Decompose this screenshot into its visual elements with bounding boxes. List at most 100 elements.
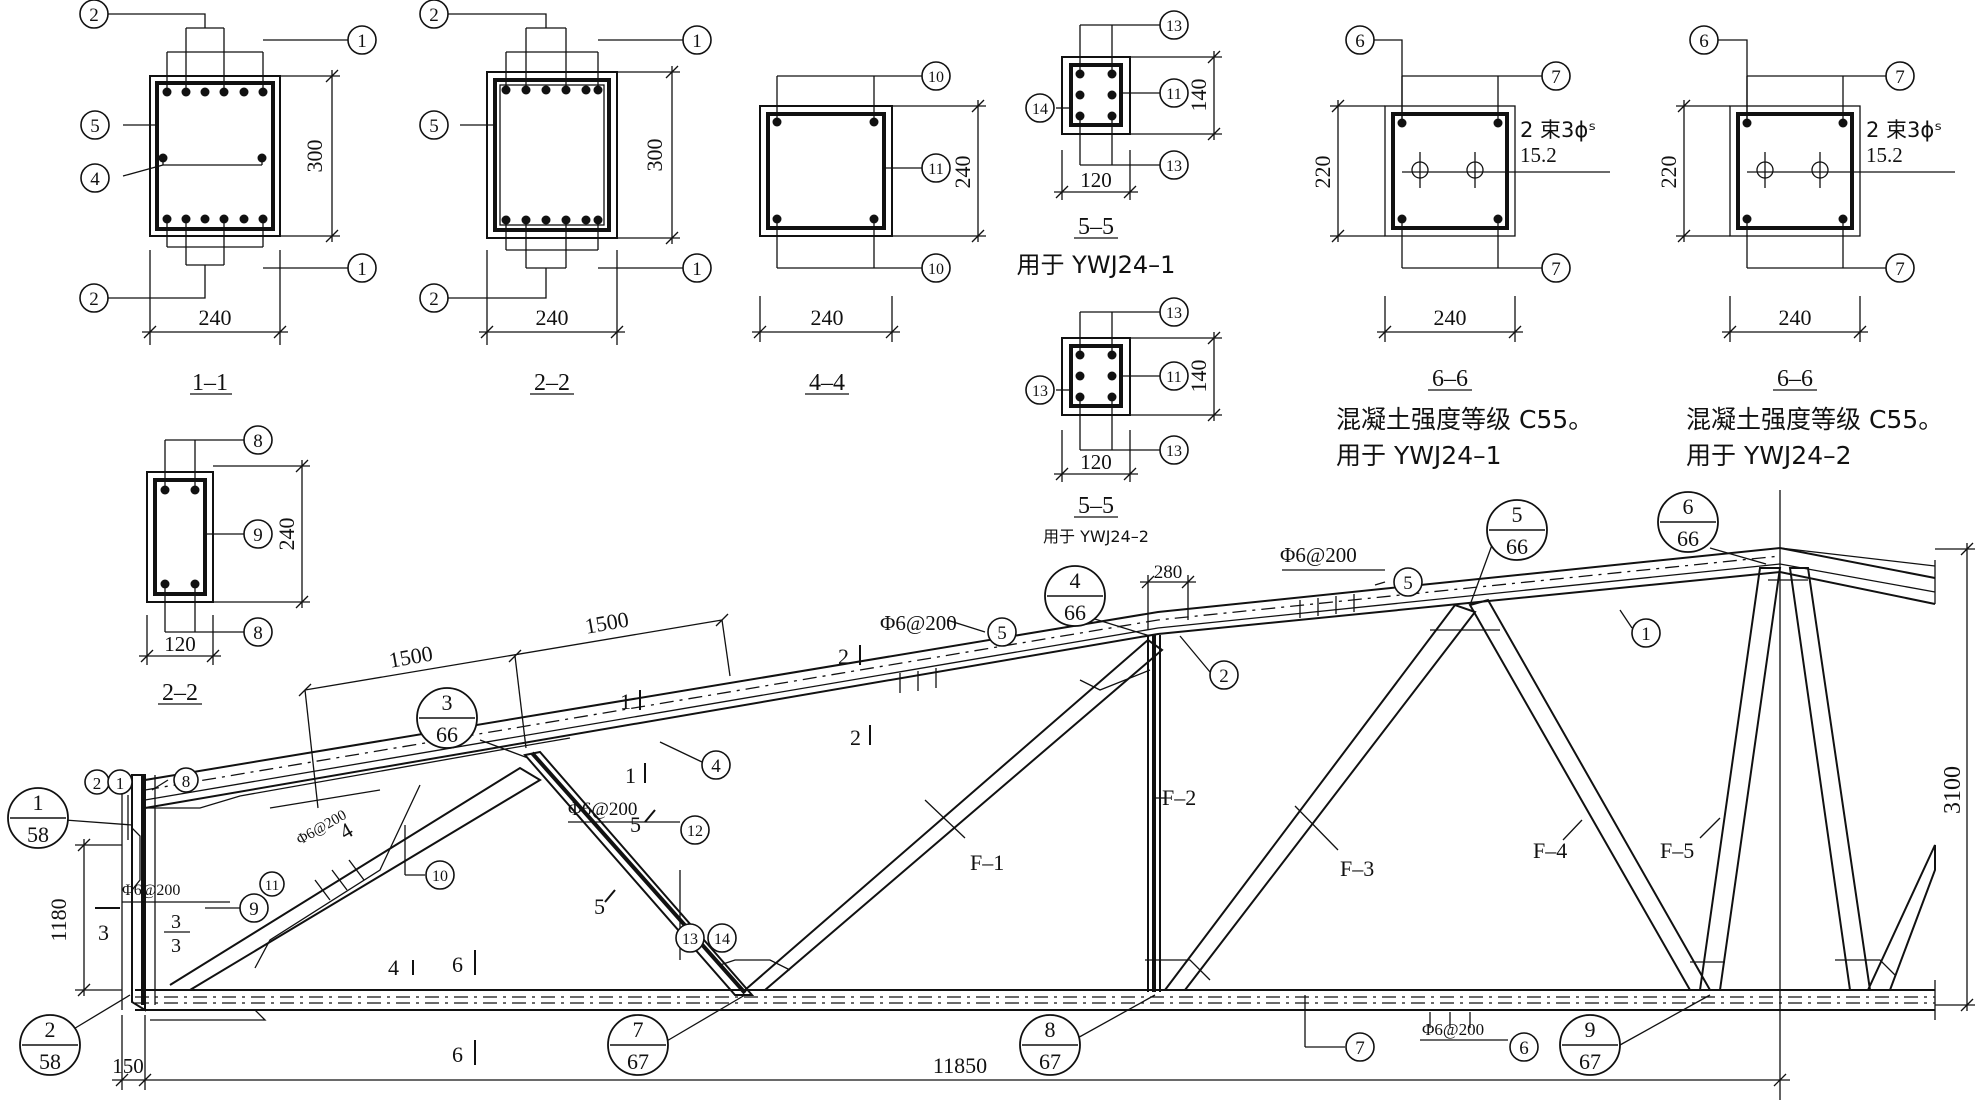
cut-2: 2: [850, 725, 861, 750]
dim-3100: 3100: [1940, 766, 1966, 814]
tendon-label: 2 束3ϕˢ: [1866, 118, 1942, 142]
mark-5: 5: [90, 116, 100, 137]
mark-6: 6: [1699, 31, 1709, 52]
mark-1: 1: [357, 259, 367, 280]
mark-13: 13: [1166, 305, 1182, 322]
svg-text:2: 2: [45, 1017, 56, 1042]
mark-12: 12: [687, 823, 703, 840]
dim-height: 240: [274, 518, 299, 551]
mark-11: 11: [1166, 369, 1181, 386]
mark-5: 5: [1403, 573, 1413, 594]
dim-280: 280: [1154, 562, 1183, 583]
dim-150: 150: [112, 1054, 144, 1078]
svg-text:58: 58: [39, 1049, 61, 1074]
cut-3: 3: [98, 920, 109, 945]
section-4-4: 240 240 4–4 10 11 10: [752, 61, 986, 396]
detail-3-top: 3: [171, 911, 181, 933]
mark-1: 1: [357, 31, 367, 52]
mark-13: 13: [1166, 158, 1182, 175]
cut-6: 6: [452, 952, 463, 977]
section-title: 5–5: [1078, 214, 1114, 240]
dim-width: 120: [1080, 450, 1112, 474]
detail-3-bottom: 3: [171, 935, 181, 957]
member-f1: F–1: [970, 850, 1004, 875]
dim-1500b: 1500: [583, 606, 631, 638]
section-title: 2–2: [162, 680, 198, 706]
member-f3: F–3: [1340, 856, 1374, 881]
dim-height: 300: [642, 139, 667, 172]
mark-2: 2: [89, 289, 99, 310]
mark-4: 4: [90, 169, 100, 190]
svg-text:66: 66: [436, 722, 458, 747]
cut-2: 2: [838, 644, 849, 669]
mark-13: 13: [1166, 443, 1182, 460]
usage-note: 用于 YWJ24–2: [1686, 441, 1852, 470]
svg-text:3: 3: [442, 690, 453, 715]
cut-1: 1: [620, 689, 631, 714]
dim-width: 240: [536, 305, 569, 330]
stirrup-label: Φ6@200: [568, 799, 637, 820]
member-f2: F–2: [1162, 785, 1196, 810]
section-title: 1–1: [192, 370, 228, 396]
svg-text:58: 58: [27, 822, 49, 847]
detail-1-58: 1 58: [7, 787, 69, 849]
section-title: 4–4: [809, 370, 845, 396]
detail-7-67: 7 67: [607, 1014, 669, 1076]
mark-9: 9: [253, 525, 263, 546]
mark-5: 5: [997, 623, 1007, 644]
svg-text:67: 67: [1579, 1049, 1601, 1074]
stirrup-label: Φ6@200: [1422, 1020, 1484, 1039]
dim-height: 140: [1186, 79, 1211, 112]
dim-height: 300: [302, 140, 327, 173]
dim-width: 240: [1434, 305, 1467, 330]
mark-8: 8: [182, 772, 191, 791]
section-title: 2–2: [534, 370, 570, 396]
section-title: 6–6: [1777, 366, 1813, 392]
section-title: 5–5: [1078, 493, 1114, 519]
svg-text:66: 66: [1064, 600, 1086, 625]
cut-5: 5: [594, 894, 605, 919]
mark-7: 7: [1895, 67, 1905, 88]
dim-height: 220: [1656, 156, 1681, 189]
mark-11: 11: [265, 878, 279, 894]
mark-1: 1: [1641, 624, 1651, 645]
member-f4: F–4: [1533, 838, 1567, 863]
mark-1: 1: [692, 31, 702, 52]
mark-7: 7: [1895, 259, 1905, 280]
cut-6: 6: [452, 1042, 463, 1067]
mark-13: 13: [1166, 18, 1182, 35]
mark-13: 13: [1032, 383, 1048, 400]
detail-5-66: 5 66: [1486, 499, 1548, 561]
mark-1: 1: [692, 259, 702, 280]
svg-text:5: 5: [1512, 502, 1523, 527]
mark-2: 2: [429, 5, 439, 26]
mark-7: 7: [1551, 259, 1561, 280]
section-1-1: 300 240 1–1 2 1 5 4 1 2: [79, 0, 377, 396]
dim-1180: 1180: [46, 898, 71, 941]
mark-14: 14: [1032, 101, 1048, 118]
tendon-size: 15.2: [1520, 143, 1557, 167]
mark-5: 5: [429, 116, 439, 137]
section-5-5-a: 140 120 5–5 用于 YWJ24–1 13 11 13 14: [1017, 10, 1222, 279]
mark-10: 10: [928, 69, 944, 86]
concrete-note: 混凝土强度等级 C55。: [1686, 405, 1943, 434]
svg-text:67: 67: [1039, 1049, 1061, 1074]
mark-7: 7: [1355, 1038, 1365, 1059]
dim-width: 240: [811, 305, 844, 330]
dim-width: 120: [164, 632, 196, 656]
mark-2: 2: [1219, 666, 1229, 687]
section-5-5-b: 140 120 5–5 用于 YWJ24–2 13 11 13 13: [1025, 297, 1222, 546]
detail-2-58: 2 58: [19, 1014, 81, 1076]
usage-note: 用于 YWJ24–1: [1336, 441, 1502, 470]
dim-height: 220: [1310, 156, 1335, 189]
dim-width: 120: [1080, 168, 1112, 192]
mark-6: 6: [1355, 31, 1365, 52]
mark-2: 2: [429, 289, 439, 310]
dim-11850: 11850: [933, 1053, 987, 1078]
section-6-6-b: 220 2 束3ϕˢ 15.2 240 6–6 混凝土强度等级 C55。 用于 …: [1656, 25, 1955, 470]
mark-10: 10: [432, 868, 448, 885]
mark-10: 10: [928, 261, 944, 278]
dim-height: 140: [1186, 360, 1211, 393]
